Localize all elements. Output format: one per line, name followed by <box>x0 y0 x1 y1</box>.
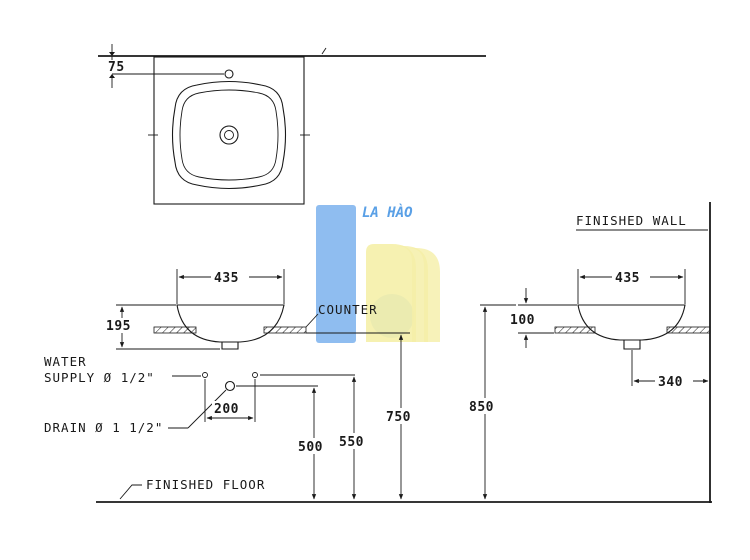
side-basin-body <box>577 304 686 341</box>
side-dim-above-counter: 100 <box>510 313 535 328</box>
top-view-drain-inner <box>224 130 234 140</box>
counter-label: COUNTER <box>318 302 378 317</box>
supply-height-label-bg <box>296 438 330 454</box>
drain-fitting <box>224 380 236 392</box>
front-basin-body <box>176 304 285 343</box>
dim-tap-offset: 75 <box>108 60 125 75</box>
supply-left-fitting <box>202 372 208 378</box>
front-dim-drain-height: 550 <box>339 435 364 450</box>
front-dim-counter-height: 750 <box>386 410 411 425</box>
water-supply-label-1: WATER <box>44 354 87 369</box>
finished-floor-label: FINISHED FLOOR <box>146 477 265 492</box>
top-view-basin-inner <box>179 89 279 181</box>
front-basin-outlet <box>221 342 239 350</box>
watermark-yellow-arch-1 <box>366 244 416 342</box>
spacing-label-bg <box>212 401 248 416</box>
tap-dim-arrow-top <box>109 52 115 56</box>
watermark-yellow-arch-3 <box>408 248 440 342</box>
watermark-yellow-arch-2 <box>396 246 428 342</box>
floor: FINISHED FLOOR <box>96 477 712 503</box>
side-dim-width: 435 <box>615 271 640 286</box>
side-width-label-bg <box>612 269 650 285</box>
finished-floor-leader <box>119 484 142 500</box>
top-view-tap-hole <box>224 69 234 79</box>
top-view-basin-outer <box>171 80 287 190</box>
supply-right-fitting <box>252 372 258 378</box>
front-dim-supply-height: 500 <box>298 440 323 455</box>
front-dim-supply-spacing: 200 <box>214 402 239 417</box>
rim-height-label-bg <box>467 398 501 414</box>
side-counter-left <box>554 326 596 334</box>
front-height-label-bg <box>104 318 138 333</box>
front-dim-bowl-height: 195 <box>106 319 131 334</box>
side-basin-outlet <box>623 340 641 350</box>
counter-leader <box>305 313 319 328</box>
drain-height-label-bg <box>337 433 371 449</box>
water-supply-label-2: SUPPLY Ø 1/2" <box>44 370 155 385</box>
front-dim-width: 435 <box>214 271 239 286</box>
top-view: 75 <box>98 44 486 205</box>
drain-leader-diag <box>187 389 227 429</box>
front-view: 435 COUNTER 195 750 WATER SUPPLY Ø 1/2" … <box>44 269 418 500</box>
front-counter-left <box>153 326 197 334</box>
finished-wall-label: FINISHED WALL <box>576 213 687 228</box>
brand-watermark: LA HÀO <box>316 204 440 343</box>
counter-height-label-bg <box>384 408 418 424</box>
side-counter-right <box>666 326 711 334</box>
tap-dim-arrow-bottom <box>109 74 115 78</box>
top-view-counter-outline <box>153 56 305 205</box>
drain-label: DRAIN Ø 1 1/2" <box>44 420 163 435</box>
wall-offset-label-bg <box>655 373 693 389</box>
watermark-blue-bar <box>316 205 356 343</box>
front-width-label-bg <box>211 269 249 285</box>
top-wall-tick <box>321 47 327 55</box>
watermark-brand-text: LA HÀO <box>362 204 413 221</box>
front-counter-right <box>263 326 307 334</box>
side-dim-wall-offset: 340 <box>658 375 683 390</box>
top-view-drain-outer <box>219 125 239 145</box>
side-dim-rim-height: 850 <box>469 400 494 415</box>
side-view: FINISHED WALL 435 100 340 850 <box>467 202 711 503</box>
